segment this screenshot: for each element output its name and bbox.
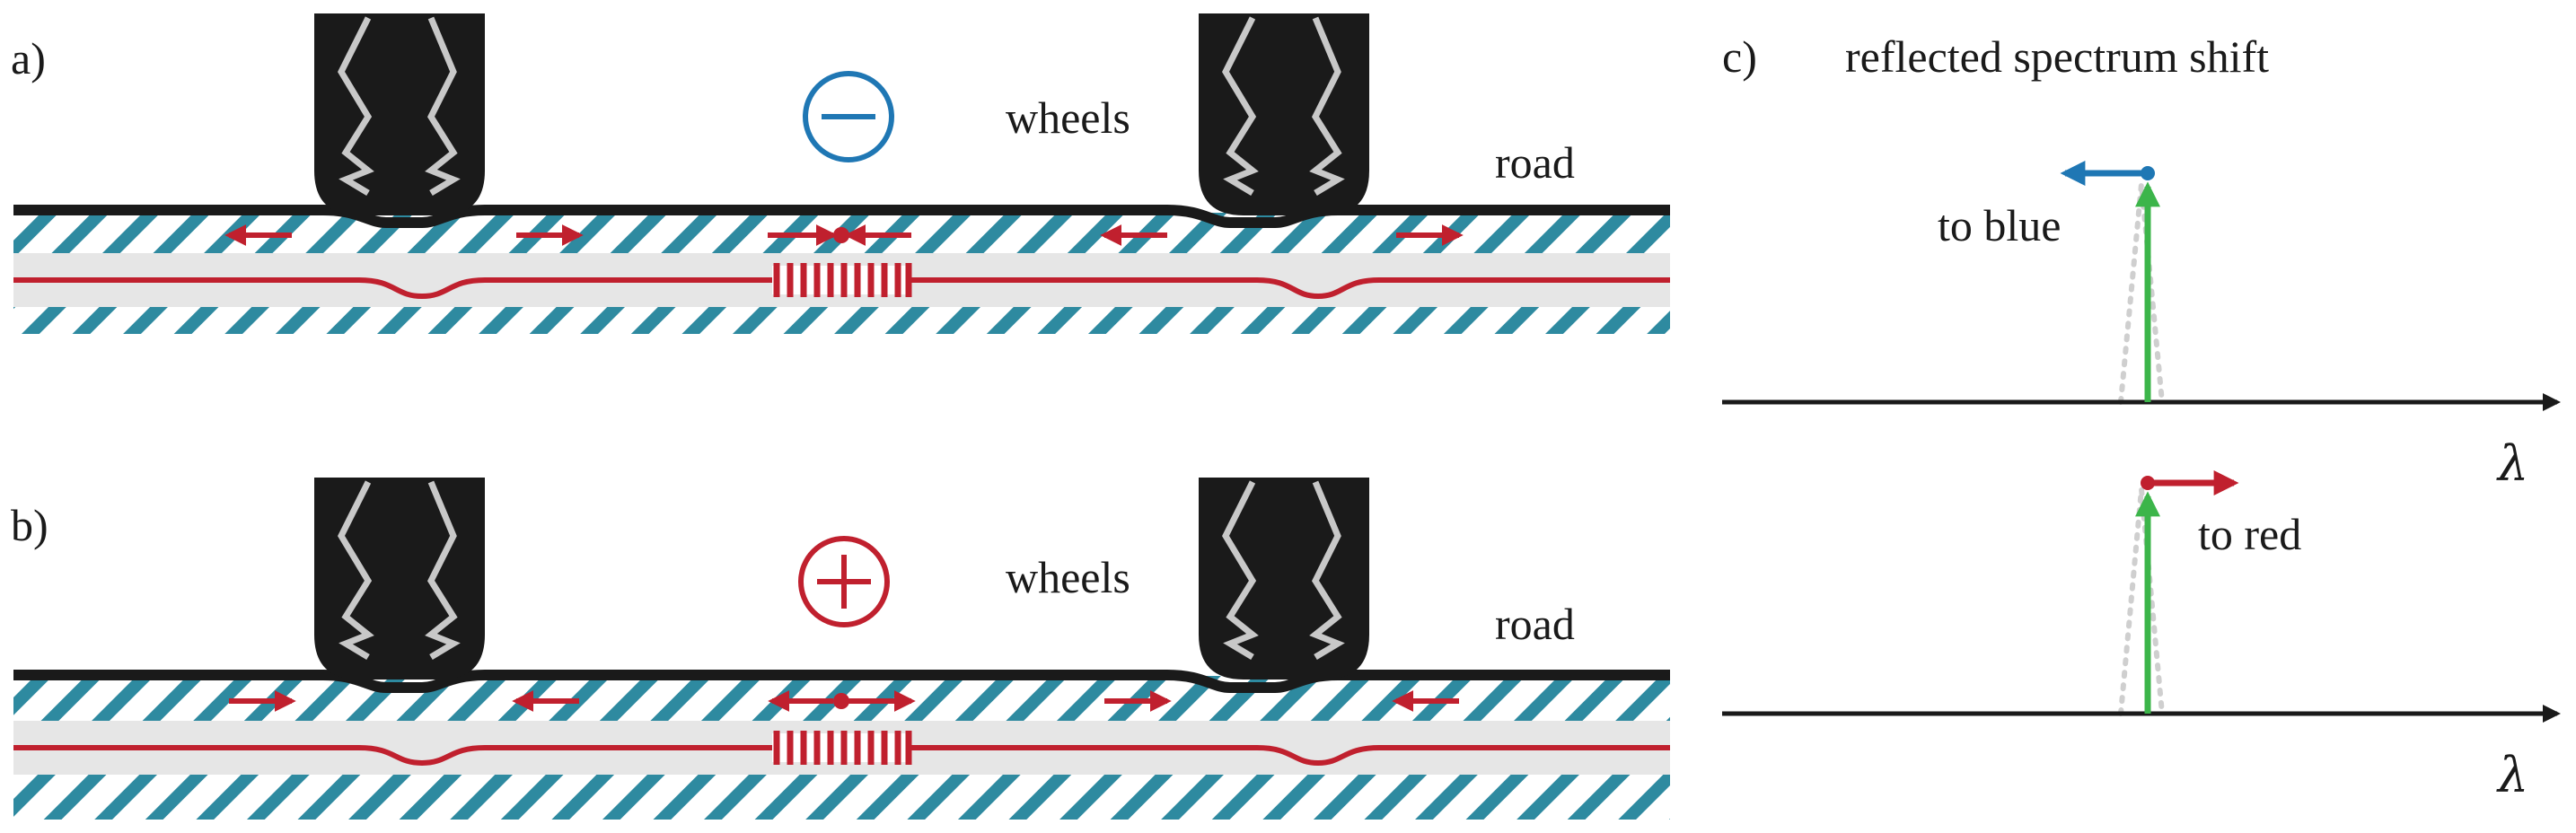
to-red-label: to red [2198,509,2301,559]
wheels-label-a: wheels [1006,92,1130,143]
wheel-left-b [314,478,485,680]
panel-c-title: reflected spectrum shift [1845,31,2269,82]
peak-point [2141,476,2155,490]
road-label-b: road [1495,599,1575,649]
strain-arrows-b [229,690,1459,712]
reflection-peak [2118,183,2165,405]
reflection-peak [2118,488,2165,716]
lambda-label-bottom: λ [2496,747,2528,803]
to-blue-label: to blue [1938,200,2061,250]
wheel-left-a [314,13,485,215]
fiber-bragg-grating [772,731,912,765]
road-surface [13,670,1670,693]
spectrum-top: to blue λ [1722,161,2561,492]
wheel-right-b [1199,478,1369,680]
panel-b-tag: b) [11,500,48,550]
spectrum-bottom: to red λ [1722,470,2561,803]
panel-a-tag: a) [11,33,46,83]
wheel-right-a [1199,13,1369,215]
lambda-label-top: λ [2496,435,2528,492]
minus-sign-icon [803,71,894,162]
wheels-label-b: wheels [1006,552,1130,602]
road-surface [13,205,1670,228]
panel-c-tag: c) [1722,31,1757,82]
panel-c: c) reflected spectrum shift to blue λ to… [1722,31,2561,803]
road-label-a: road [1495,137,1575,188]
panel-b: b) [11,478,1670,820]
panel-a: a) [11,13,1670,334]
fiber-bragg-grating [772,263,912,297]
strain-arrows-a [224,224,1464,246]
plus-sign-icon [798,536,890,627]
peak-point [2141,166,2155,180]
